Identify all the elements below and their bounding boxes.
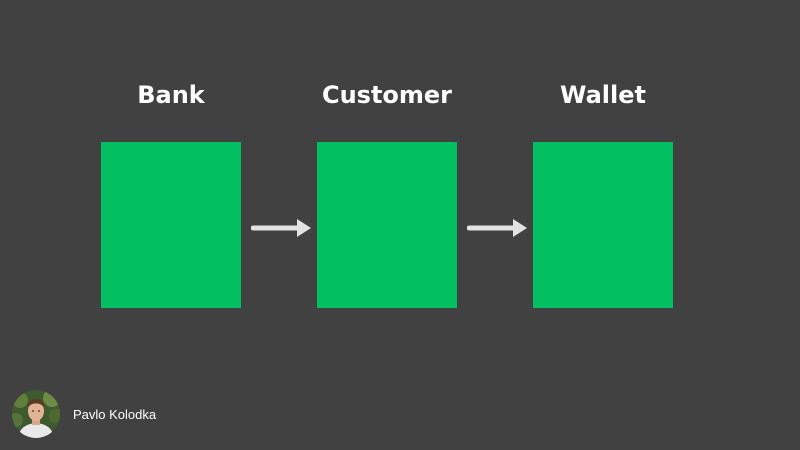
author-name: Pavlo Kolodka	[73, 406, 157, 422]
node-label-wallet: Wallet	[559, 81, 646, 109]
arrow-customer-to-wallet	[467, 219, 527, 237]
node-box-bank	[101, 142, 241, 308]
author-credit: Pavlo Kolodka	[12, 390, 156, 438]
node-box-wallet	[533, 142, 673, 308]
node-label-bank: Bank	[137, 81, 205, 109]
author-avatar-icon	[12, 390, 60, 438]
node-box-customer	[317, 142, 457, 308]
node-label-customer: Customer	[321, 81, 453, 109]
arrow-bank-to-customer	[251, 219, 311, 237]
